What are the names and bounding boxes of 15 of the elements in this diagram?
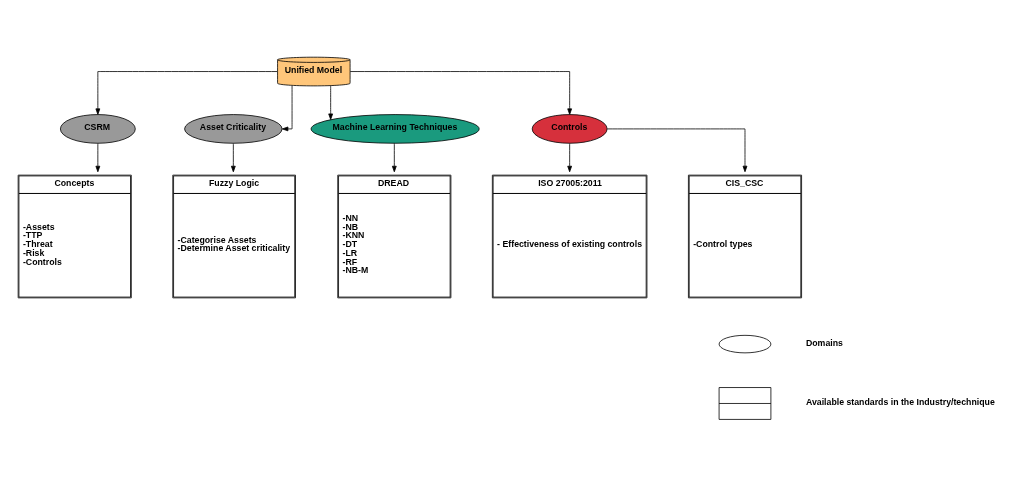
legend-label: Domains <box>805 337 843 348</box>
node-ellipse <box>718 334 772 354</box>
arrow <box>231 143 236 173</box>
arrow <box>349 71 572 115</box>
node-ellipse: Controls <box>531 114 608 144</box>
arrow <box>606 128 748 173</box>
arrow <box>391 143 397 173</box>
arrow <box>281 85 293 132</box>
node-ellipse: Asset Criticality <box>184 114 283 144</box>
arrow <box>95 143 101 173</box>
arrow <box>328 85 333 120</box>
arrow <box>567 143 572 173</box>
arrow <box>95 71 278 115</box>
legend-label: Available standards in the Industry/technique <box>805 396 995 407</box>
node-ellipse: CSRM <box>60 114 136 144</box>
